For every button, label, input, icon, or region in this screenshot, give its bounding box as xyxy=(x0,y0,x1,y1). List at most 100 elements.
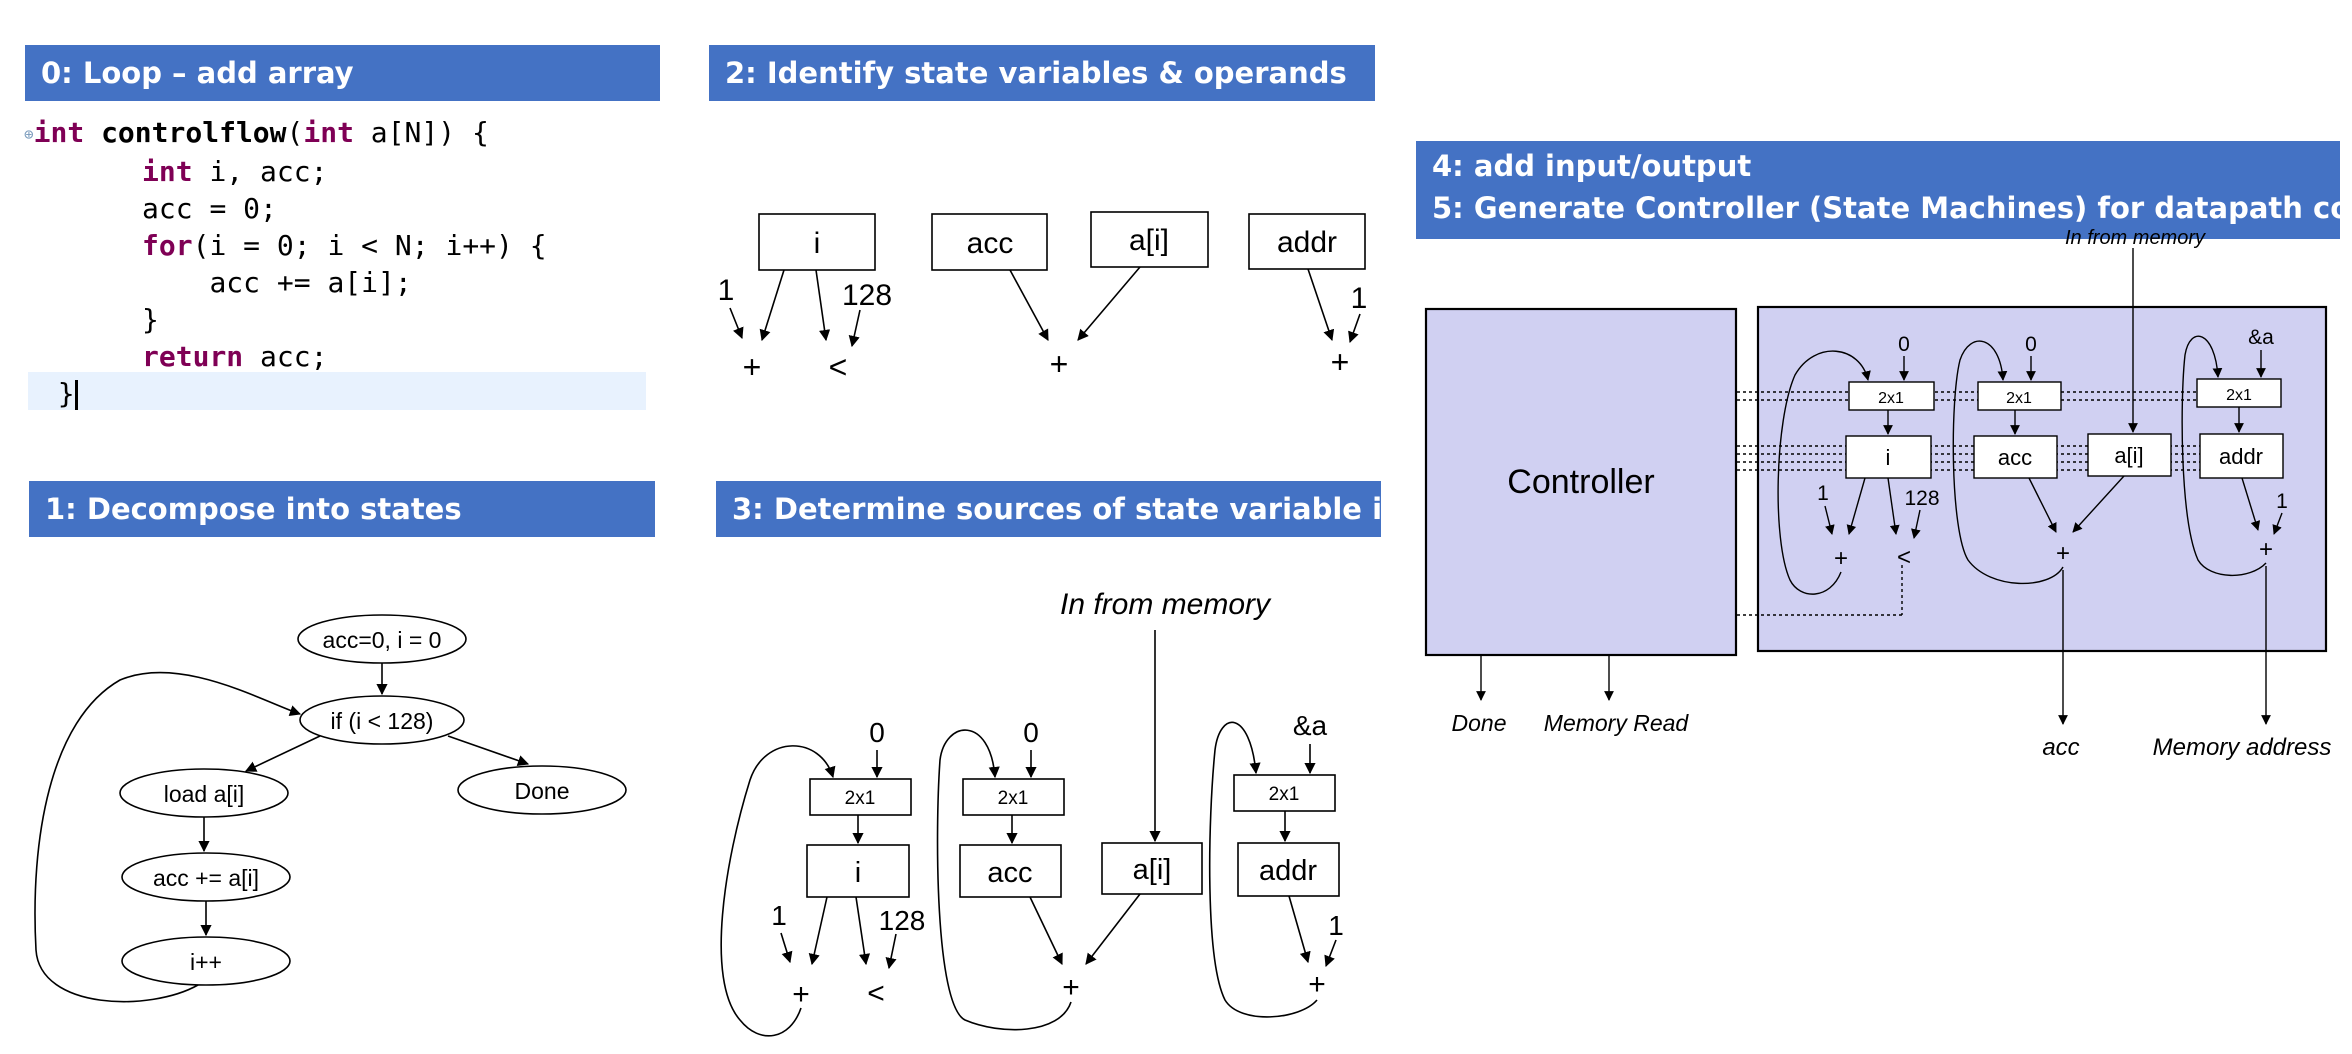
section-0-title: 0: Loop – add array xyxy=(41,56,354,90)
reg-addr-label: addr xyxy=(1259,855,1317,887)
memory-read-output-label: Memory Read xyxy=(1544,710,1690,736)
dp-const-1b: 1 xyxy=(2276,490,2288,513)
op-lt: < xyxy=(829,349,848,385)
op-plus-1: + xyxy=(743,349,762,385)
state-inc-label: i++ xyxy=(190,949,222,975)
reg-acc xyxy=(959,844,1062,898)
dp-mux-acc-label: 2x1 xyxy=(2006,390,2032,407)
var-label-i: i xyxy=(814,227,821,260)
in-from-memory-label: In from memory xyxy=(1060,588,1272,621)
dp-mux-acc xyxy=(1977,381,2062,411)
var-box-addr xyxy=(1248,213,1366,270)
var-label-addr: addr xyxy=(1277,226,1337,259)
dp-const-amp-a: &a xyxy=(2248,326,2274,349)
section-5-title: 5: Generate Controller (State Machines) … xyxy=(1432,191,2352,225)
dp-reg-i xyxy=(1845,435,1932,479)
dp-reg-acc xyxy=(1973,435,2058,479)
section-3-header: 3: Determine sources of state variable i… xyxy=(716,481,1458,537)
dp-reg-addr-label: addr xyxy=(2219,444,2263,469)
code-line-6: } xyxy=(142,302,159,336)
const-1-s3: 1 xyxy=(771,900,787,931)
code-line-5: acc += a[i]; xyxy=(209,265,412,299)
op-plus-2: + xyxy=(1050,346,1069,382)
dp-mux-addr xyxy=(2196,378,2282,408)
mux-acc-label: 2x1 xyxy=(998,788,1029,809)
dp-reg-addr xyxy=(2199,433,2284,479)
section-1-title: 1: Decompose into states xyxy=(45,492,462,526)
reg-ai-label: a[i] xyxy=(1133,854,1172,886)
reg-ai xyxy=(1101,842,1203,895)
var-box-ai xyxy=(1090,211,1209,268)
const-1: 1 xyxy=(718,274,735,307)
memory-address-output-label: Memory address xyxy=(2153,734,2332,761)
controller-box xyxy=(1424,307,1738,657)
const-zero-2: 0 xyxy=(1023,717,1039,748)
state-done xyxy=(457,765,627,815)
code-block: ⊕int controlflow(int a[N]) { int i, acc;… xyxy=(24,114,547,412)
op-plus-s3-1: + xyxy=(792,978,810,1011)
op-plus-3: + xyxy=(1331,344,1350,380)
state-load-label: load a[i] xyxy=(164,781,245,807)
code-line-2: int i, acc; xyxy=(142,154,328,188)
const-zero-1: 0 xyxy=(869,717,885,748)
section-3-title: 3: Determine sources of state variable i… xyxy=(732,492,1458,526)
reg-addr xyxy=(1237,842,1340,897)
dp-mux-i-label: 2x1 xyxy=(1878,390,1904,407)
state-init-label: acc=0, i = 0 xyxy=(323,627,442,653)
mux-i xyxy=(809,778,912,816)
dp-mux-addr-label: 2x1 xyxy=(2226,387,2252,404)
controller-label: Controller xyxy=(1507,463,1654,501)
sources-diagram: In from memory 0 0 &a 2x1 2x1 2x1 i acc … xyxy=(720,588,1344,1037)
mux-addr-label: 2x1 xyxy=(1269,784,1300,805)
reg-acc-label: acc xyxy=(987,857,1032,889)
state-inc xyxy=(121,936,291,986)
state-diagram: acc=0, i = 0 if (i < 128) load a[i] Done… xyxy=(34,614,627,1003)
mux-i-label: 2x1 xyxy=(845,788,876,809)
mux-acc xyxy=(962,778,1065,816)
dp-op-plus-2: + xyxy=(2056,540,2070,567)
op-plus-s3-2: + xyxy=(1062,971,1080,1004)
dp-op-plus-1: + xyxy=(1834,545,1848,572)
section-4-title: 4: add input/output xyxy=(1432,149,1752,183)
dp-reg-acc-label: acc xyxy=(1998,445,2032,470)
reg-i-label: i xyxy=(855,857,861,889)
var-box-acc xyxy=(931,213,1048,271)
section-2-header: 2: Identify state variables & operands xyxy=(709,45,1375,101)
code-line-7: return acc; xyxy=(142,339,328,373)
code-line-1: ⊕int controlflow(int a[N]) { xyxy=(24,116,489,149)
dp-mux-i xyxy=(1848,381,1935,411)
state-acc-label: acc += a[i] xyxy=(153,865,259,891)
dp-op-lt: < xyxy=(1897,544,1911,571)
state-if-label: if (i < 128) xyxy=(331,708,434,734)
dp-reg-ai-label: a[i] xyxy=(2114,443,2143,468)
state-done-label: Done xyxy=(515,778,570,804)
dp-const-zero-1: 0 xyxy=(1898,333,1910,356)
const-128: 128 xyxy=(842,279,892,312)
dp-const-1: 1 xyxy=(1817,482,1829,505)
acc-output-label: acc xyxy=(2042,734,2079,761)
dp-const-zero-2: 0 xyxy=(2025,333,2037,356)
dp-reg-i-label: i xyxy=(1886,445,1891,470)
done-output-label: Done xyxy=(1452,710,1507,736)
current-line-highlight xyxy=(28,372,646,410)
dp-op-plus-3: + xyxy=(2259,536,2273,563)
section-4-5-header: 4: add input/output 5: Generate Controll… xyxy=(1416,141,2352,239)
section-1-header: 1: Decompose into states xyxy=(29,481,655,537)
op-lt-s3: < xyxy=(867,977,885,1010)
var-box-i xyxy=(758,213,876,271)
const-128-s3: 128 xyxy=(879,905,926,936)
datapath-box xyxy=(1756,305,2328,653)
const-1b-s3: 1 xyxy=(1328,910,1344,941)
state-if xyxy=(299,695,465,745)
dp-const-128: 128 xyxy=(1904,487,1939,510)
dp-reg-ai xyxy=(2087,433,2172,477)
reg-i xyxy=(806,844,910,898)
code-line-8: } xyxy=(24,375,547,412)
const-amp-a: &a xyxy=(1293,710,1328,741)
var-label-ai: a[i] xyxy=(1129,224,1169,257)
code-line-4: for(i = 0; i < N; i++) { xyxy=(142,228,547,262)
code-line-3: acc = 0; xyxy=(142,191,277,225)
in-from-memory-partial: In from memory xyxy=(2065,227,2206,249)
operands-diagram: i acc a[i] addr 1 128 1 + < + + xyxy=(718,211,1367,385)
